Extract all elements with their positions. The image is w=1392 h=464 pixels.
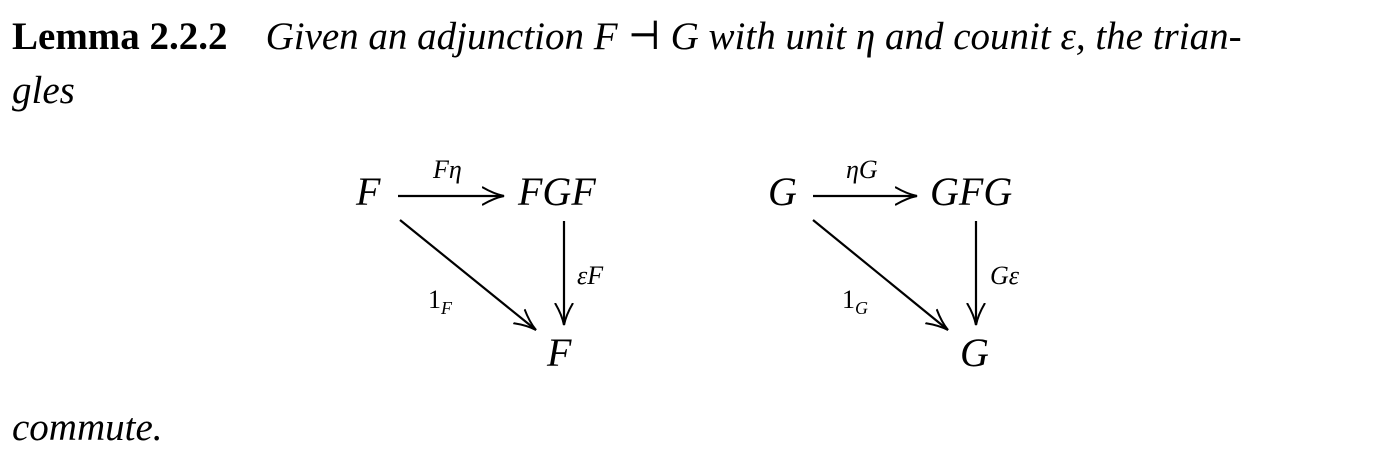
right-node-bottom: G [960, 330, 989, 375]
right-identity-subscript: G [855, 298, 868, 318]
lemma-statement: Lemma 2.2.2 Given an adjunction F ⊣ G wit… [12, 10, 1342, 118]
right-triangle: G GFG G ηG Gε 1G [768, 155, 1020, 375]
lemma-text-line2: gles [12, 69, 75, 112]
left-node-top-left: F [355, 169, 381, 214]
lemma-text-line1: Given an adjunction F ⊣ G with unit η an… [265, 15, 1242, 58]
left-identity-subscript: F [440, 298, 453, 318]
right-identity-base: 1 [842, 285, 855, 314]
right-node-top-right: GFG [930, 169, 1012, 214]
lemma-closing: commute. [12, 406, 163, 449]
left-node-top-right: FGF [517, 169, 596, 214]
left-node-bottom: F [546, 330, 572, 375]
left-right-arrow-label: εF [577, 261, 604, 290]
right-right-arrow-label: Gε [990, 261, 1020, 290]
right-node-top-left: G [768, 169, 797, 214]
right-diagonal-arrow [812, 219, 948, 330]
left-diagonal-arrow-label: 1F [428, 285, 453, 318]
left-top-arrow-label: Fη [432, 155, 462, 184]
left-identity-base: 1 [428, 285, 441, 314]
right-diagonal-arrow-label: 1G [842, 285, 868, 318]
left-diagonal-arrow [399, 219, 536, 330]
right-top-arrow-label: ηG [846, 155, 878, 184]
lemma-label: Lemma 2.2.2 [12, 15, 228, 58]
left-triangle: F FGF F Fη εF 1F [355, 155, 604, 375]
